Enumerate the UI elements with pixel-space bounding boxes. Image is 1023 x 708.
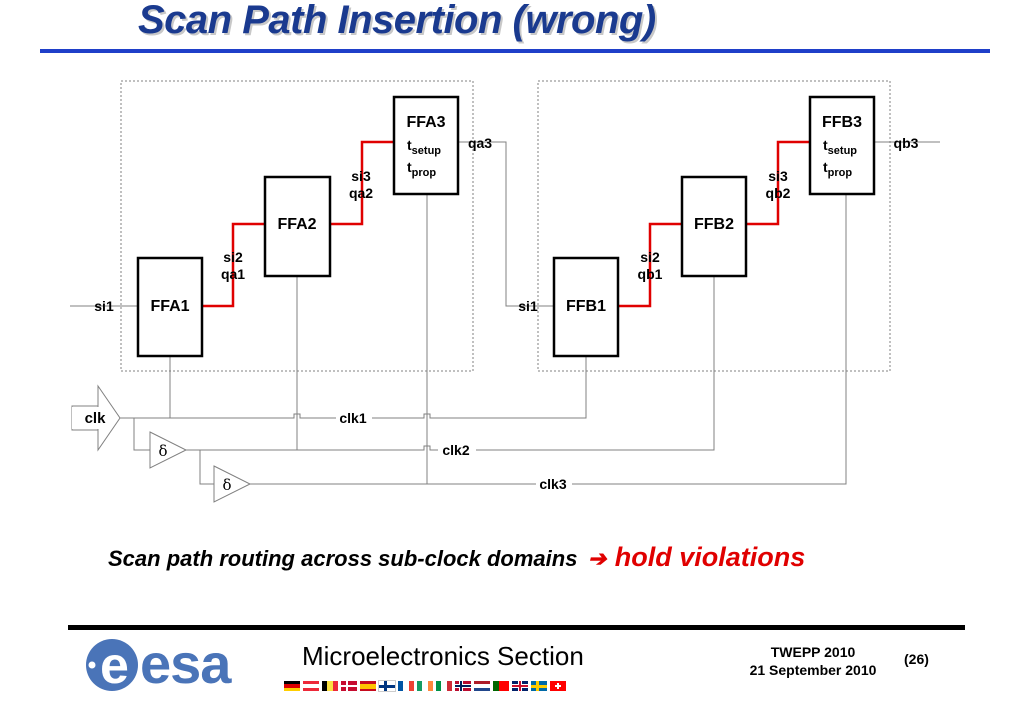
- title-underline: [40, 49, 990, 53]
- page-number: (26): [904, 651, 929, 667]
- ffb1-label: FFB1: [566, 298, 606, 315]
- esa-logo: e esa: [86, 632, 233, 693]
- delay-1-symbol: δ: [158, 442, 167, 460]
- ffa2-label: FFA2: [277, 216, 316, 233]
- ffb1-scan-input-label: si1: [518, 298, 538, 314]
- slide-caption: Scan path routing across sub-clock domai…: [108, 542, 948, 573]
- scan-path-wires: [202, 140, 810, 308]
- ffb3-setup-time: tsetup: [823, 137, 857, 157]
- ffa1-scan-input-label: si1: [94, 298, 114, 314]
- ffa3-prop-time: tprop: [407, 159, 436, 179]
- ffb1-output-label: qb1: [638, 266, 663, 282]
- conference-name: TWEPP 2010: [770, 644, 856, 660]
- delay-2-symbol: δ: [222, 476, 231, 494]
- esa-logo-text: esa: [140, 632, 232, 693]
- flag-italy-icon: [436, 681, 452, 691]
- arrow-right-icon: ➔: [587, 546, 607, 571]
- ffb3-scan-input-label: si3: [768, 168, 788, 184]
- ffb2-label: FFB2: [694, 216, 734, 233]
- clk2-label: clk2: [442, 442, 469, 458]
- flip-flop-ffa2: [263, 175, 332, 278]
- flag-sweden-icon: [531, 681, 547, 691]
- clk3-label: clk3: [539, 476, 566, 492]
- conference-info: TWEPP 2010 21 September 2010: [732, 643, 894, 679]
- caption-main-text: Scan path routing across sub-clock domai…: [108, 546, 578, 571]
- flip-flop-ffa3: [392, 95, 460, 196]
- ffa2-scan-input-label: si2: [223, 249, 243, 265]
- flip-flop-ffb3: [808, 95, 876, 196]
- ffa2-output-label: qa2: [349, 185, 373, 201]
- flag-denmark-icon: [341, 681, 357, 691]
- ffb3-prop-time: tprop: [823, 159, 852, 179]
- clk1-label: clk1: [339, 410, 366, 426]
- flag-austria-icon: [303, 681, 319, 691]
- flag-uk-icon: [512, 681, 528, 691]
- ffa3-scan-input-label: si3: [351, 168, 371, 184]
- flag-ireland-icon: [417, 681, 433, 691]
- flag-finland-icon: [378, 680, 396, 692]
- ffa3-setup-time: tsetup: [407, 137, 441, 157]
- flag-belgium-icon: [322, 681, 338, 691]
- flag-spain-icon: [360, 681, 376, 691]
- flip-flop-ffa1: [136, 256, 204, 358]
- ffb3-output-label: qb3: [894, 135, 919, 151]
- esa-logo-e: e: [100, 637, 129, 693]
- flip-flop-ffb1: [552, 256, 620, 358]
- ffb2-output-label: qb2: [766, 185, 791, 201]
- flag-portugal-icon: [493, 681, 509, 691]
- clock-source: clk: [71, 384, 121, 452]
- flag-switzerland-icon: [550, 681, 566, 691]
- footer-divider: [68, 625, 965, 630]
- slide-title: Scan Path Insertion (wrong): [138, 0, 656, 42]
- delay-buffer-2: δ: [213, 465, 252, 503]
- ffb2-scan-input-label: si2: [640, 249, 660, 265]
- ffb3-label: FFB3: [822, 114, 862, 131]
- ffa3-output-label: qa3: [468, 135, 492, 151]
- ffa1-label: FFA1: [150, 298, 189, 315]
- conference-date: 21 September 2010: [749, 662, 877, 678]
- flag-norway-icon: [455, 681, 471, 691]
- flag-netherlands-icon: [474, 681, 490, 691]
- flag-france-icon: [398, 681, 414, 691]
- caption-highlight-text: hold violations: [614, 542, 806, 572]
- member-state-flags: [284, 680, 566, 692]
- signal-wires: [70, 141, 940, 485]
- section-name: Microelectronics Section: [302, 641, 584, 671]
- clk-source-label: clk: [85, 410, 107, 427]
- delay-buffer-1: δ: [149, 431, 188, 469]
- ffa1-output-label: qa1: [221, 266, 245, 282]
- flip-flop-ffb2: [680, 175, 748, 278]
- flag-germany-icon: [284, 681, 300, 691]
- ffa3-label: FFA3: [406, 114, 445, 131]
